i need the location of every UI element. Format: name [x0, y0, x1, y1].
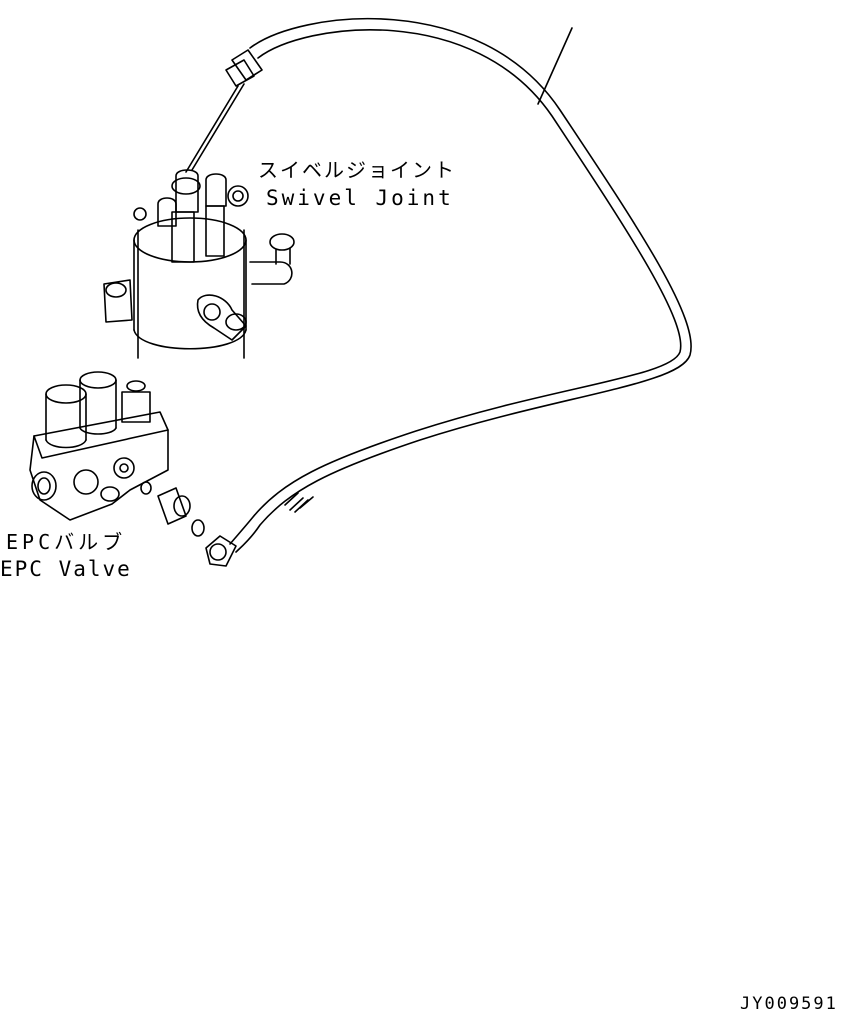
- hose-upper-fitting: [185, 49, 263, 173]
- swivel-joint: [103, 169, 295, 359]
- epc-valve-label-en: EPC Valve: [0, 557, 132, 581]
- swivel-joint-label-jp: スイベルジョイント: [258, 158, 456, 182]
- hydraulic-hose: [229, 17, 692, 553]
- swivel-joint-label-en: Swivel Joint: [266, 186, 454, 210]
- hose-leader-line: [537, 27, 573, 105]
- connector-fittings: [140, 481, 237, 567]
- epc-valve: [29, 371, 169, 521]
- figure-code: JY009591: [740, 994, 838, 1014]
- epc-valve-label-jp: EPCバルブ: [6, 530, 127, 554]
